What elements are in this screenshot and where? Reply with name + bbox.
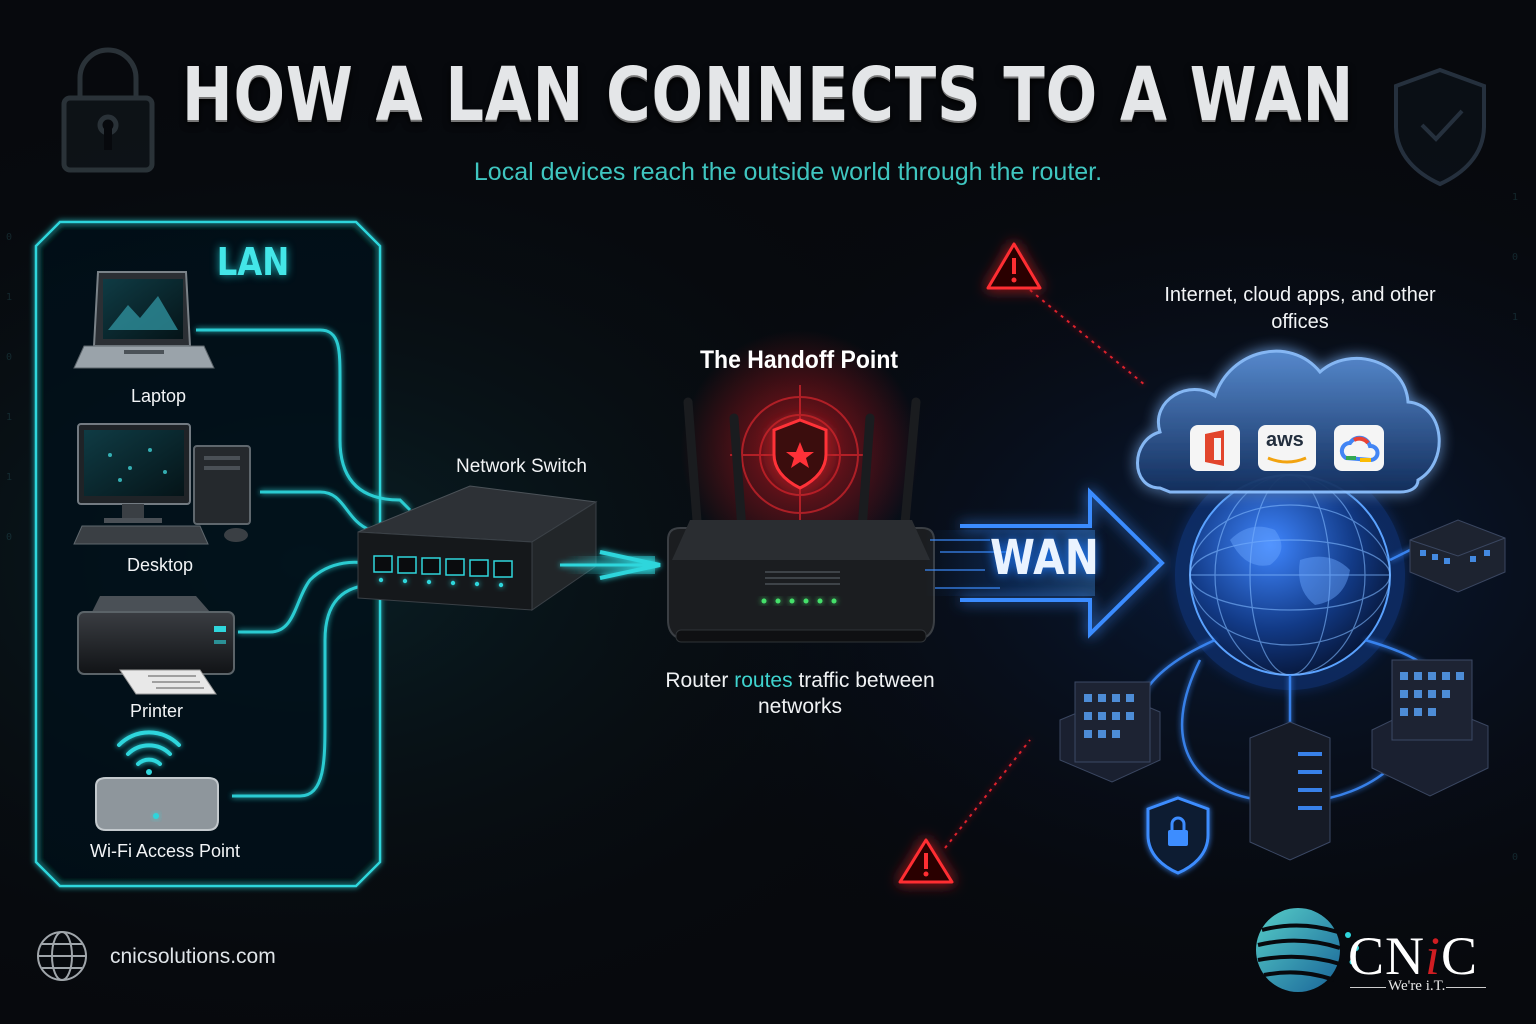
desktop-icon — [73, 423, 251, 545]
device-label-laptop: Laptop — [131, 386, 187, 406]
website-link[interactable]: cnicsolutions.com — [110, 945, 276, 968]
padlock-icon — [61, 47, 155, 173]
wan-description: Internet, cloud apps, and other offices — [1164, 284, 1436, 333]
svg-text:0: 0 — [6, 532, 12, 543]
device-label-printer: Printer — [130, 701, 184, 721]
office-building-icon — [1059, 681, 1161, 783]
router-desc-pre: Router — [665, 669, 735, 692]
shield-check-icon — [1394, 67, 1486, 187]
aws-label: aws — [1266, 429, 1304, 451]
office-icon — [1190, 425, 1240, 471]
lan-title: LAN — [216, 240, 290, 284]
laptop-icon — [73, 271, 215, 369]
server-rack-icon — [1249, 721, 1331, 861]
svg-text:1: 1 — [6, 472, 12, 483]
svg-text:1: 1 — [1512, 312, 1518, 323]
website-globe-icon — [37, 931, 87, 981]
office-building-icon — [1371, 659, 1489, 797]
brand-tagline: We're i.T. — [1388, 978, 1446, 994]
router-heading: The Handoff Point — [700, 346, 899, 374]
switch-to-router-link — [560, 550, 661, 580]
svg-text:0: 0 — [6, 232, 12, 243]
wan-label: WAN — [990, 530, 1099, 586]
router-icon — [667, 330, 935, 643]
page-title: HOW A LAN CONNECTS TO A WAN — [181, 52, 1355, 138]
svg-text:0: 0 — [1512, 252, 1518, 263]
device-label-desktop: Desktop — [127, 555, 194, 575]
brand-name: CNiC — [1348, 925, 1478, 987]
svg-text:0: 0 — [1512, 852, 1518, 863]
brand-divider — [1446, 987, 1486, 988]
globe-icon — [1175, 460, 1405, 690]
brand-name-i: i — [1425, 926, 1442, 986]
network-switch-icon — [357, 485, 598, 611]
switch-label: Network Switch — [456, 456, 587, 477]
router-desc-post: traffic between networks — [757, 669, 935, 718]
brand-name-pre: CN — [1348, 926, 1426, 986]
svg-text:0: 0 — [6, 352, 12, 363]
page-subtitle: Local devices reach the outside world th… — [473, 158, 1103, 186]
brand-divider — [1350, 987, 1386, 988]
router-desc-highlight: routes — [734, 669, 793, 692]
svg-text:1: 1 — [6, 412, 12, 423]
wifi-access-point-icon — [95, 730, 219, 831]
svg-text:1: 1 — [6, 292, 12, 303]
office-building-icon — [1409, 519, 1506, 593]
google-cloud-icon — [1334, 425, 1384, 471]
warning-icon — [986, 242, 1042, 290]
lan-panel — [34, 220, 382, 888]
device-label-wifi-access-point: Wi-Fi Access Point — [90, 841, 241, 861]
warning-icon — [898, 838, 954, 884]
brand-name-post: C — [1441, 926, 1479, 986]
threat-links — [944, 289, 1146, 849]
wan-arrow — [925, 487, 1165, 639]
aws-icon — [1258, 425, 1316, 471]
printer-icon — [77, 596, 235, 695]
shield-lock-icon — [1146, 796, 1210, 875]
cnic-logo-icon — [1256, 908, 1359, 992]
svg-text:1: 1 — [1512, 192, 1518, 203]
router-description: Router routes traffic between networks — [650, 668, 950, 720]
